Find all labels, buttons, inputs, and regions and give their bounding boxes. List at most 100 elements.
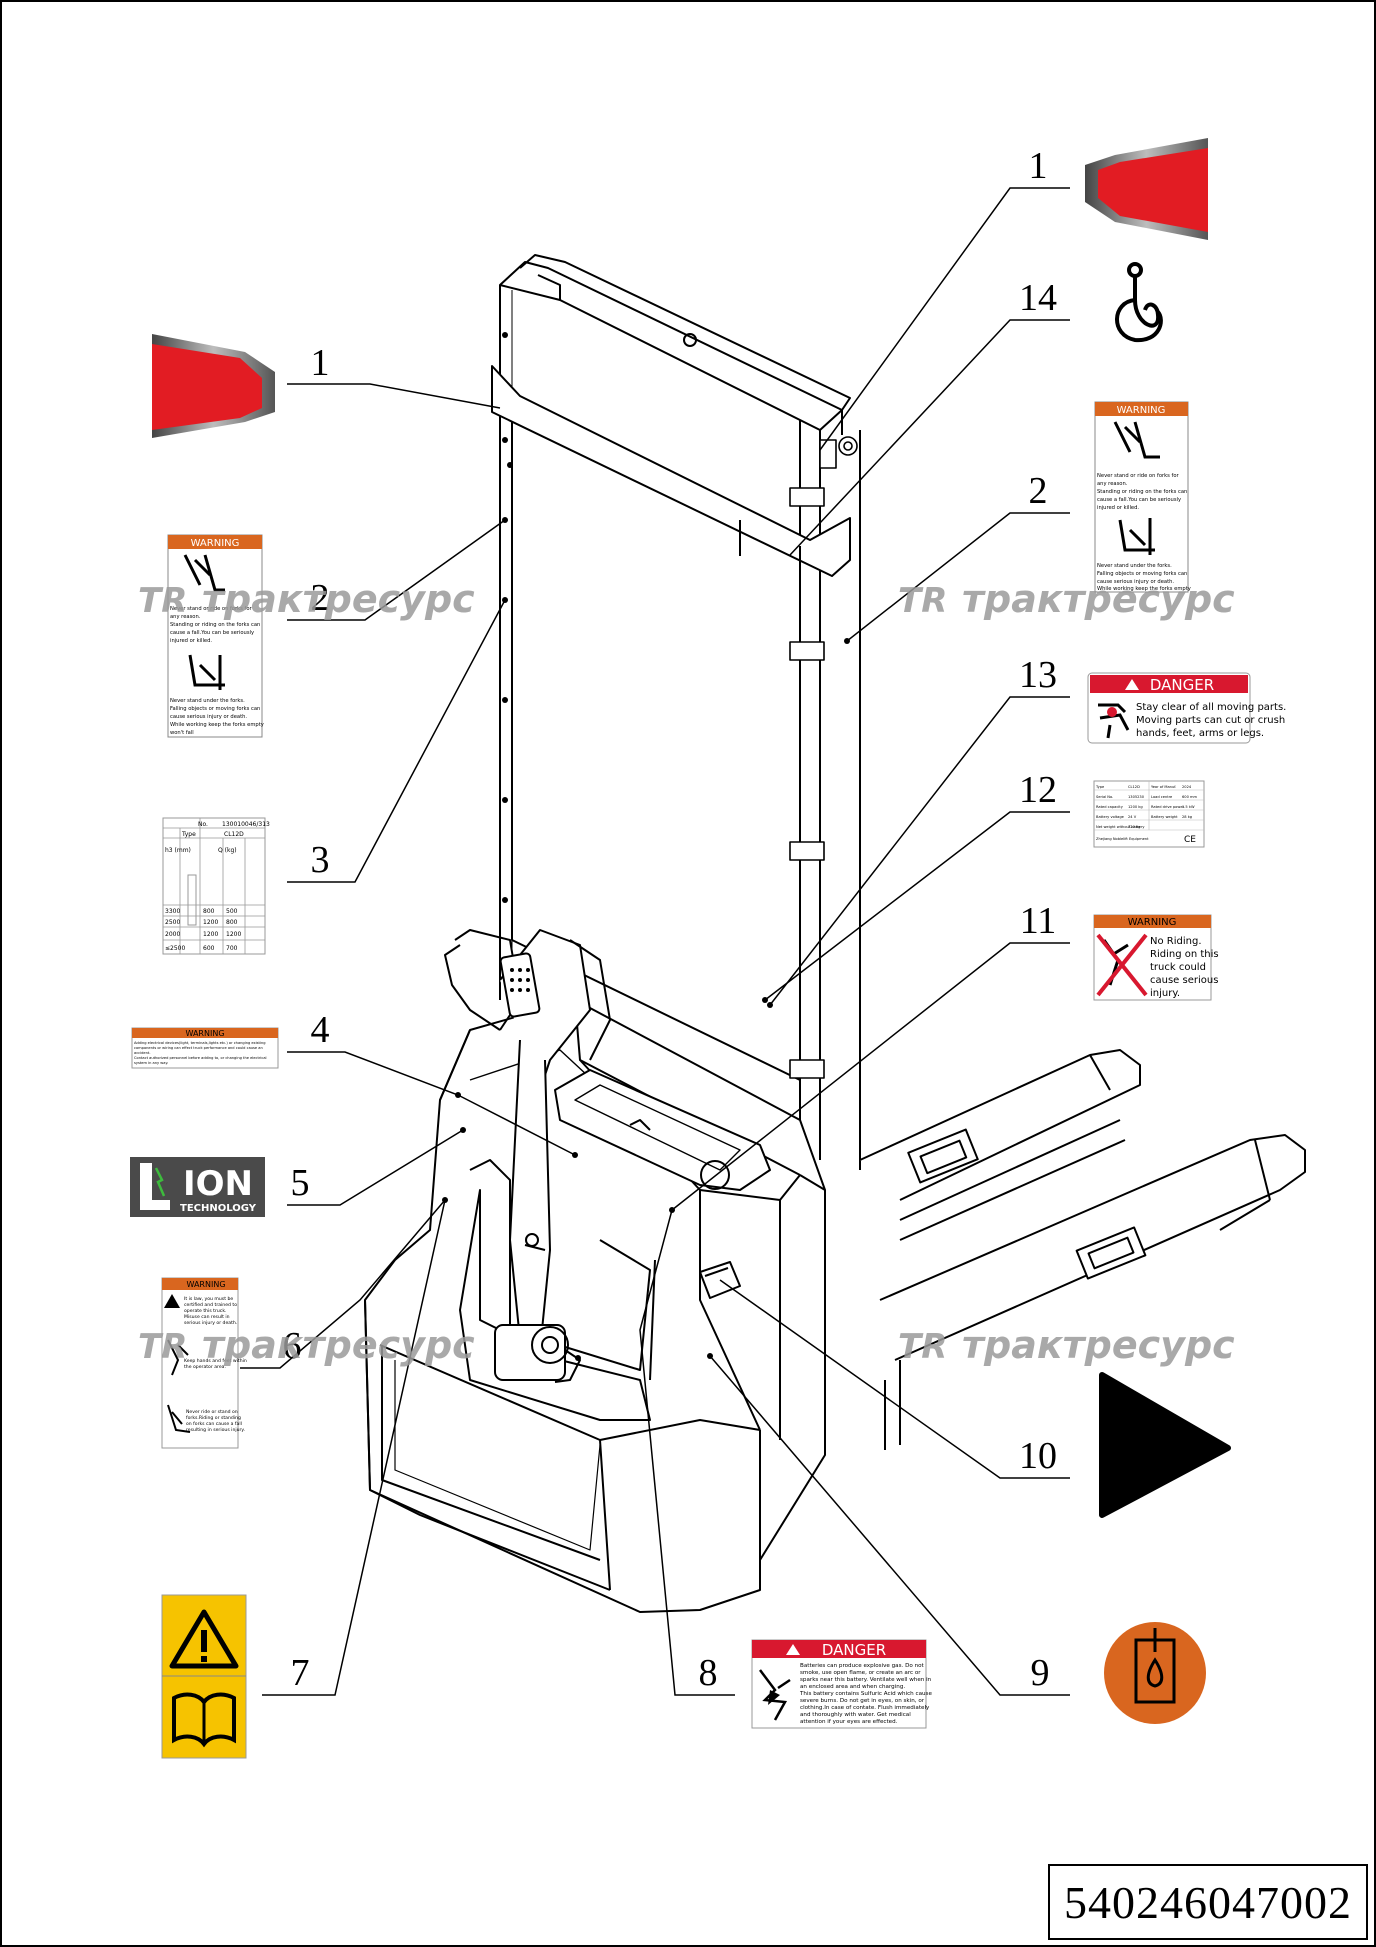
- callout-12: 12: [1019, 769, 1057, 811]
- warning-forks-line7: Falling objects or moving forks can: [1097, 571, 1187, 577]
- nameplate-value: 1.5 kW: [1182, 805, 1195, 809]
- load-chart-cell: ≤2500: [165, 945, 185, 952]
- svg-text:TR: TR: [138, 581, 187, 621]
- warning-operate-text: Misuse can result in: [184, 1314, 230, 1320]
- nameplate-key: Battery weight: [1151, 815, 1178, 819]
- watermark-logo: TR трактресурс: [898, 577, 1235, 621]
- load-chart-cell: 2500: [165, 919, 180, 926]
- warning-header: WARNING: [1128, 917, 1177, 928]
- document-number-box: 540246047002: [1048, 1864, 1368, 1940]
- watermark-text: трактресурс: [202, 577, 475, 621]
- nameplate-key: Year of Manuf.: [1151, 785, 1176, 789]
- nameplate-maker: Zhejiang Noblelift Equipment: [1096, 837, 1149, 841]
- warning-forks-line3: Standing or riding on the forks can: [1097, 489, 1187, 495]
- warning-riding-text: Riding on this: [1150, 949, 1219, 960]
- read-manual-decal: [161, 1594, 247, 1759]
- danger-battery-text: severe burns. Do not get in eyes, on ski…: [800, 1698, 925, 1704]
- callout-8: 8: [699, 1652, 718, 1694]
- danger-battery-text: Batteries can produce explosive gas. Do …: [800, 1663, 925, 1669]
- warning-riding-text: No Riding.: [1150, 936, 1202, 947]
- callout-5: 5: [291, 1162, 310, 1204]
- warning-operate-decal: WARNING It is law, you must be certified…: [161, 1277, 247, 1449]
- danger-battery-text: clothing.In case of contate. Flush immed…: [800, 1705, 930, 1711]
- load-chart-no-value: 130010046/313: [222, 821, 270, 828]
- nameplate-key: Battery voltage: [1096, 815, 1125, 819]
- load-chart-col2: Q (kg): [218, 847, 237, 854]
- nameplate-value: 24 V: [1128, 815, 1137, 819]
- warning-forks-line9: While working keep the forks empty: [1097, 586, 1191, 592]
- callout-2-right: 2: [1029, 470, 1048, 512]
- watermark-text: трактресурс: [962, 1323, 1235, 1367]
- lion-sub: TECHNOLOGY: [180, 1203, 257, 1214]
- warning-header: WARNING: [1117, 405, 1166, 416]
- warning-operate-text: operate this truck.: [184, 1308, 226, 1314]
- callout-13: 13: [1019, 654, 1057, 696]
- warning-electrical-text: accident.: [134, 1051, 150, 1055]
- load-chart-decal: No. 130010046/313 Type CL12D h3 (mm) Q (…: [162, 817, 270, 955]
- load-chart-col1: h3 (mm): [165, 847, 191, 854]
- load-chart-cell: 800: [226, 919, 238, 926]
- lion-technology-decal: ION TECHNOLOGY: [130, 1157, 265, 1217]
- warning-operate-text: the operator area.: [184, 1364, 226, 1370]
- warning-forks-line7: Falling objects or moving forks can: [170, 706, 260, 712]
- danger-battery-decal: DANGER Batteries can produce explosive g…: [751, 1639, 932, 1729]
- warning-operate-text: Keep hands and feet within: [184, 1358, 247, 1364]
- load-chart-cell: 1200: [203, 919, 218, 926]
- watermark-logo: TR трактресурс: [898, 1323, 1235, 1367]
- warning-forks-line6: Never stand under the forks.: [1097, 563, 1172, 569]
- svg-text:TR: TR: [138, 1327, 187, 1367]
- document-number: 540246047002: [1064, 1876, 1352, 1928]
- warning-forks-line2: any reason.: [170, 614, 201, 620]
- load-chart-no-label: No.: [198, 821, 208, 828]
- callout-numbers: 1 1 2 2 3 4 5 6 7 8 9 10 11 12 13 14: [283, 145, 1058, 1694]
- nameplate-key: Serial No.: [1096, 795, 1113, 799]
- nameplate-value: CL12D: [1128, 785, 1140, 789]
- warning-forks-line10: won't fall: [170, 730, 194, 736]
- danger-battery-text: sparks near this battery. Ventilate well…: [800, 1677, 932, 1683]
- danger-moving-parts-decal: DANGER Stay clear of all moving parts. M…: [1087, 672, 1286, 744]
- warning-forks-line4: cause a fall.You can be seriously: [1097, 497, 1181, 503]
- warning-operate-text: It is law, you must be: [184, 1296, 233, 1302]
- callout-2-left: 2: [311, 577, 330, 619]
- warning-electrical-text: system in any way.: [134, 1061, 168, 1065]
- warning-forks-line4: cause a fall.You can be seriously: [170, 630, 254, 636]
- svg-text:TR: TR: [898, 1327, 947, 1367]
- load-chart-cell: 800: [203, 908, 215, 915]
- warning-electrical-text: components or wiring can effect truck pe…: [134, 1046, 263, 1050]
- load-chart-type-value: CL12D: [224, 831, 244, 838]
- nameplate-value: 1200 kg: [1128, 805, 1143, 809]
- nameplate-value: 28 kg: [1182, 815, 1192, 819]
- load-chart-cell: 700: [226, 945, 238, 952]
- reflector-decal-right: [1085, 138, 1208, 240]
- nameplate-key: Net weight without battery: [1096, 825, 1145, 829]
- direction-arrow-icon: [1099, 1372, 1231, 1518]
- nameplate-value: 1305230: [1128, 795, 1145, 799]
- svg-text:TR: TR: [898, 581, 947, 621]
- warning-forks-line9: While working keep the forks empty: [170, 722, 264, 728]
- callout-11: 11: [1020, 900, 1057, 942]
- watermark-text: трактресурс: [202, 1323, 475, 1367]
- nameplate-key: Rated capacity: [1096, 805, 1124, 809]
- danger-battery-text: an enclosed area and when charging.: [800, 1684, 905, 1690]
- warning-operate-text: Never ride or stand on: [186, 1409, 238, 1415]
- nameplate-decal: Type CL12D Serial No. 1305230 Rated capa…: [1093, 780, 1205, 848]
- danger-moving-text: Stay clear of all moving parts.: [1136, 702, 1286, 713]
- danger-moving-text: Moving parts can cut or crush: [1136, 715, 1285, 726]
- warning-forks-decal-left: WARNING Never stand or ride on forks for…: [167, 534, 264, 738]
- warning-electrical-text: Adding electrical devices(light, termina…: [134, 1041, 266, 1045]
- warning-forks-line2: any reason.: [1097, 481, 1128, 487]
- warning-forks-line8: cause serious injury or death.: [1097, 579, 1174, 585]
- danger-battery-text: attention if your eyes are effected.: [800, 1719, 898, 1725]
- callout-6: 6: [283, 1325, 302, 1367]
- warning-operate-text: forks.Riding or standing: [186, 1415, 241, 1421]
- danger-moving-text: hands, feet, arms or legs.: [1136, 728, 1264, 739]
- reflector-decal-left: [152, 334, 275, 438]
- warning-riding-text: injury.: [1150, 988, 1180, 999]
- callout-14: 14: [1019, 277, 1057, 319]
- load-chart-cell: 500: [226, 908, 238, 915]
- watermark-logo: TR трактресурс: [138, 577, 475, 621]
- warning-operate-text: certified and trained to: [184, 1302, 237, 1308]
- warning-operate-text: serious injury or death.: [184, 1320, 237, 1326]
- load-chart-cell: 1200: [226, 931, 241, 938]
